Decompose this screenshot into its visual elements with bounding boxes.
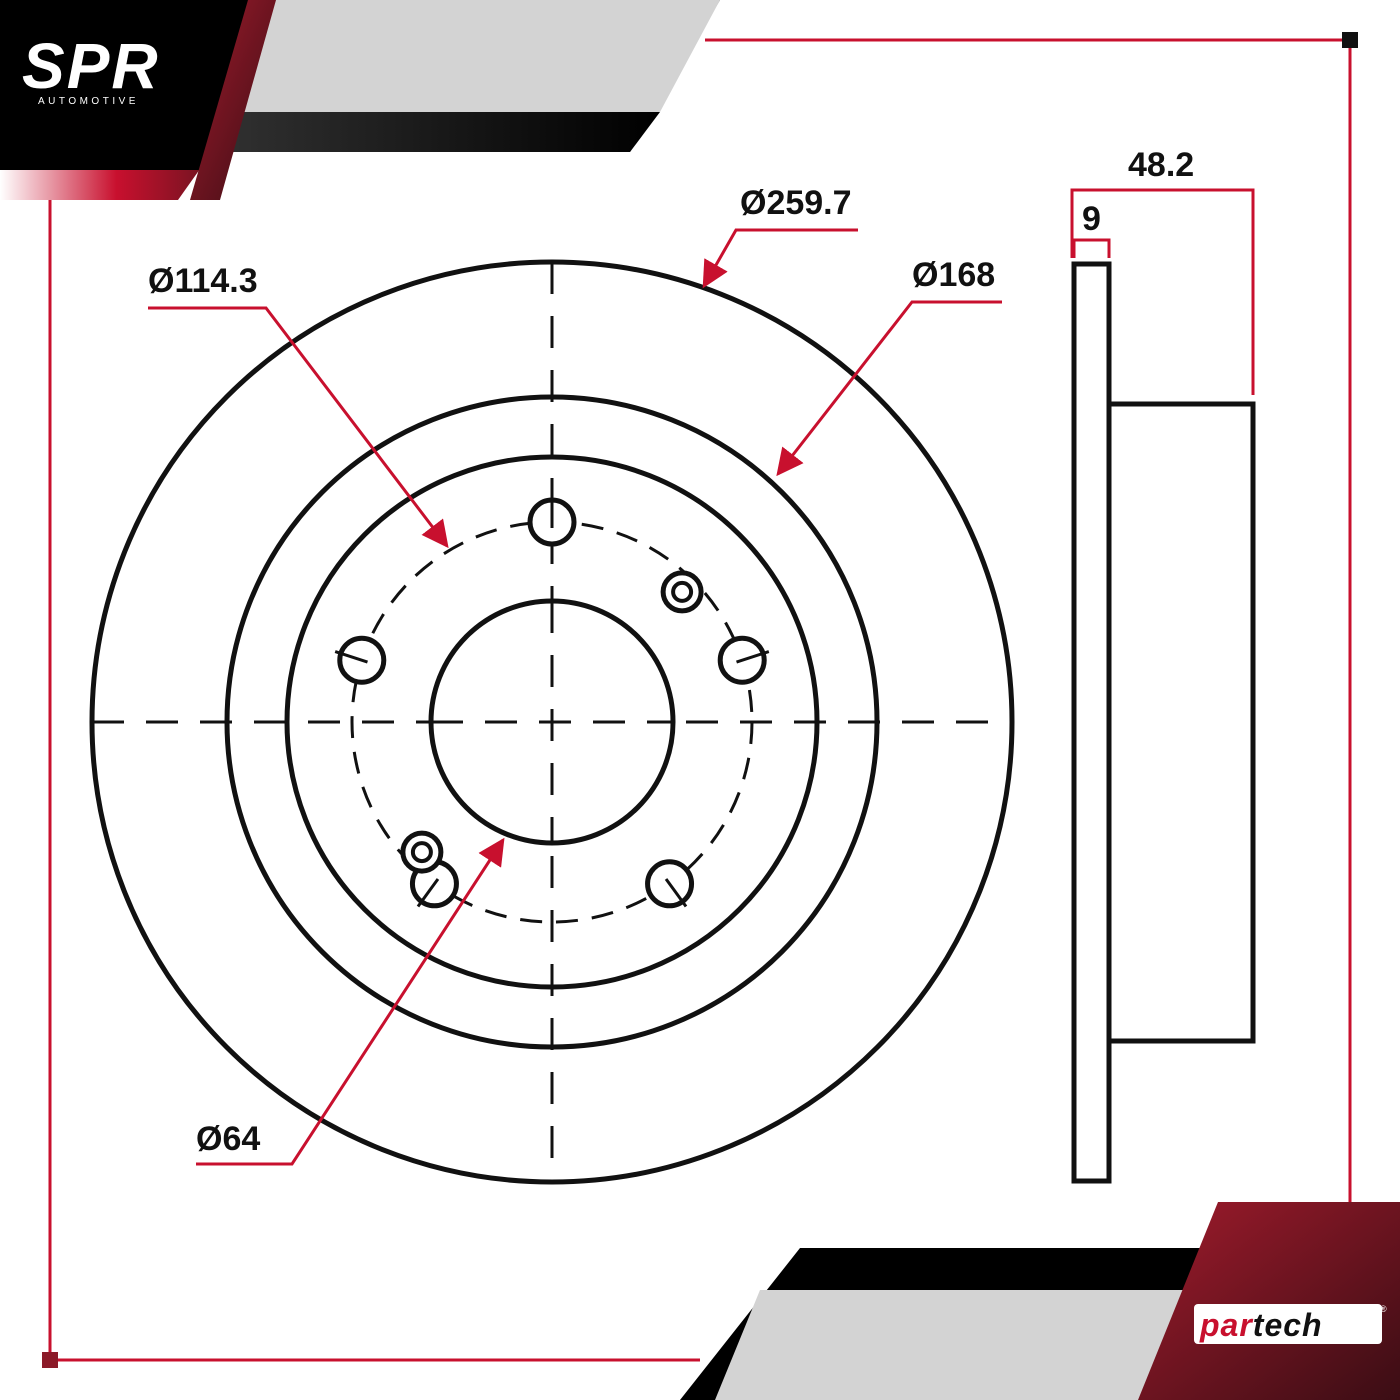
hat-diameter-circle <box>284 454 820 990</box>
partech-logo-badge <box>1194 1304 1382 1344</box>
partech-logo-tech: tech <box>1253 1307 1323 1343</box>
set-screw-hole <box>660 570 704 614</box>
bolt-circle-leader <box>148 306 449 549</box>
set-screw-holes <box>400 570 704 874</box>
face-dimensions: Ø259.7 Ø114.3 Ø168 Ø64 <box>148 184 1002 1166</box>
lug-hole <box>527 494 577 547</box>
thickness-bracket <box>1072 238 1111 258</box>
partech-registered-mark: ® <box>1380 1304 1387 1314</box>
rotor-side-view <box>1071 261 1256 1184</box>
header-banner: SPR AUTOMOTIVE <box>0 0 720 200</box>
frame-corner-bottom-left <box>42 1352 58 1368</box>
bolt-circle-label: Ø114.3 <box>148 262 258 300</box>
footer-banner: partech ® <box>680 1202 1400 1400</box>
frame-lines <box>48 38 1352 1362</box>
outer-diameter-circle <box>89 259 1015 1185</box>
rotor-hat-profile <box>1109 401 1256 1044</box>
center-bore-leader <box>196 837 505 1166</box>
friction-ring-inner-circle <box>224 394 880 1050</box>
logo-red-stripe <box>190 0 276 200</box>
center-bore-label: Ø64 <box>196 1120 260 1158</box>
set-screw-hole <box>400 830 444 874</box>
side-dimensions: 48.2 9 <box>1070 146 1255 395</box>
partech-logo: partech ® <box>1194 1304 1387 1344</box>
spr-logo-tagline: AUTOMOTIVE <box>38 96 139 107</box>
hat-diameter-callout: Ø168 <box>776 256 1002 477</box>
lug-hole <box>334 635 387 685</box>
logo-panel <box>0 0 248 170</box>
total-height-callout: 48.2 <box>1070 146 1255 395</box>
rotor-face-view <box>89 259 1015 1185</box>
spr-logo: SPR AUTOMOTIVE <box>22 30 160 107</box>
outer-diameter-callout: Ø259.7 <box>702 184 858 289</box>
center-bore-callout: Ø64 <box>196 837 505 1166</box>
spr-logo-text: SPR <box>22 30 160 102</box>
footer-red-panel <box>1138 1202 1400 1400</box>
partech-logo-par: par <box>1199 1307 1253 1343</box>
hat-diameter-label: Ø168 <box>912 256 995 294</box>
hat-diameter-leader <box>776 300 1002 477</box>
frame-corner-top-right <box>1342 32 1358 48</box>
lug-hole <box>717 635 770 685</box>
header-gradient-strip <box>200 112 660 152</box>
lug-hole <box>645 859 695 909</box>
thickness-label: 9 <box>1082 200 1101 238</box>
outer-diameter-leader <box>702 228 858 289</box>
outer-diameter-label: Ø259.7 <box>740 184 852 222</box>
bolt-circle-callout: Ø114.3 <box>148 262 449 549</box>
total-height-bracket <box>1070 188 1255 395</box>
header-gray-panel <box>230 0 720 112</box>
thickness-callout: 9 <box>1072 200 1111 258</box>
total-height-label: 48.2 <box>1128 146 1194 184</box>
rotor-disc-profile <box>1071 261 1112 1184</box>
svg-text:partech: partech <box>1199 1307 1323 1343</box>
